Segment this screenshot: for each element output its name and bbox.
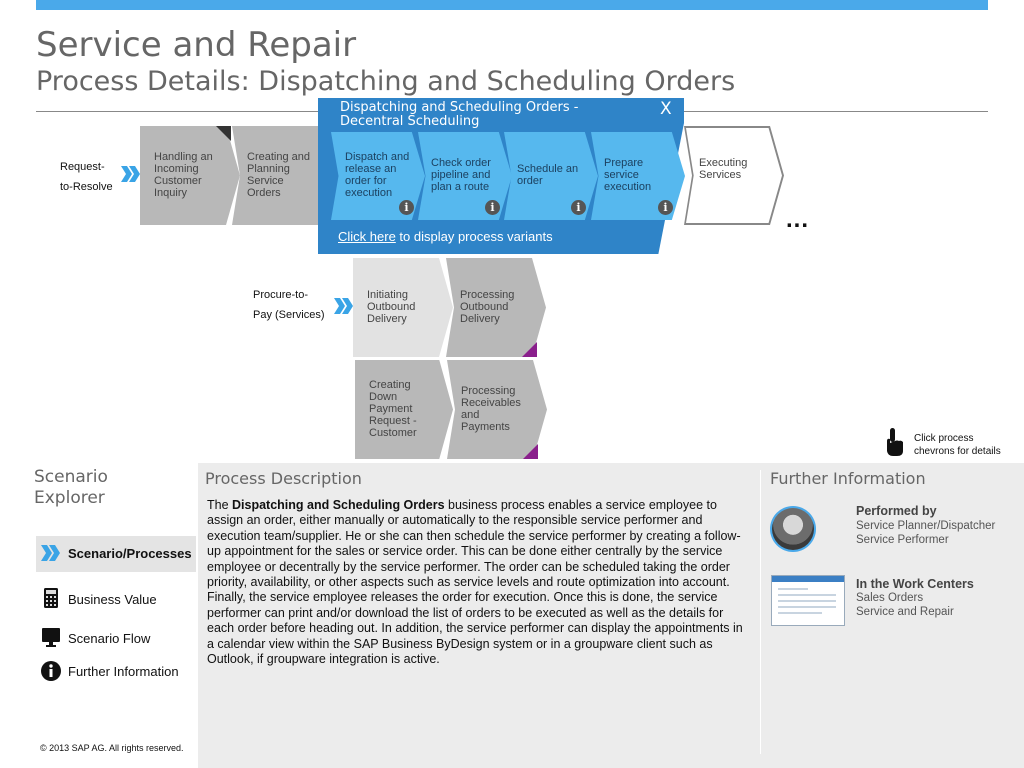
nav-item-label: Scenario/Processes bbox=[68, 546, 192, 561]
process-step-label: Dispatch and release an order for execut… bbox=[345, 151, 410, 199]
corner-marker bbox=[523, 444, 538, 459]
close-button[interactable]: X bbox=[660, 99, 672, 119]
double-chevron-icon bbox=[41, 545, 60, 561]
process-name: Dispatching and Scheduling Orders bbox=[232, 498, 445, 512]
process-step-label: Check order pipeline and plan a route bbox=[431, 157, 491, 193]
process-step-creating-planning-orders[interactable] bbox=[232, 126, 332, 225]
process-step-label: Executing Services bbox=[699, 157, 748, 181]
nav-item-label: Further Information bbox=[68, 664, 179, 679]
info-icon[interactable]: i bbox=[658, 200, 673, 215]
variant-panel-title: Dispatching and Scheduling Orders - Dece… bbox=[340, 100, 579, 129]
nav-item-scenario-flow[interactable]: Scenario Flow bbox=[36, 621, 196, 657]
nav-item-scenario-processes[interactable]: Scenario/Processes bbox=[36, 536, 196, 572]
process-step-label: Creating and Planning Service Orders bbox=[247, 151, 310, 199]
avatar bbox=[770, 506, 816, 552]
process-step-label: Prepare service execution bbox=[604, 157, 652, 193]
page-subtitle: Process Details: Dispatching and Schedul… bbox=[36, 66, 736, 97]
performer-role: Service Planner/Dispatcher bbox=[856, 520, 996, 532]
hint-text: Click process chevrons for details bbox=[914, 433, 1001, 457]
work-centers-heading: In the Work Centers bbox=[856, 577, 974, 591]
info-icon bbox=[41, 661, 61, 681]
more-steps-indicator: ... bbox=[786, 206, 810, 233]
corner-marker bbox=[522, 342, 537, 357]
variant-link-row: Click here to display process variants bbox=[338, 229, 553, 244]
monitor-icon bbox=[42, 628, 60, 647]
nav-item-business-value[interactable]: Business Value bbox=[36, 582, 196, 618]
performer-role: Service Performer bbox=[856, 534, 949, 546]
nav-item-label: Business Value bbox=[68, 592, 157, 607]
process-step-label: Creating Down Payment Request - Customer bbox=[369, 379, 417, 439]
process-step-label: Processing Receivables and Payments bbox=[461, 385, 521, 433]
person-photo bbox=[772, 508, 814, 550]
further-information-title: Further Information bbox=[770, 469, 926, 488]
process-description-text: The Dispatching and Scheduling Orders bu… bbox=[207, 498, 743, 667]
chevron-fill bbox=[686, 128, 782, 223]
process-description-title: Process Description bbox=[205, 469, 362, 488]
double-chevron-icon bbox=[334, 298, 353, 314]
flow-label-procure-to-pay: Procure-to- Pay (Services) bbox=[253, 289, 325, 321]
process-step-handling-inquiry[interactable] bbox=[140, 126, 240, 225]
nav-item-label: Scenario Flow bbox=[68, 631, 151, 646]
description-panel bbox=[198, 463, 1024, 768]
process-step-label: Initiating Outbound Delivery bbox=[367, 289, 416, 325]
process-step-processing-receivables[interactable] bbox=[447, 360, 547, 459]
variant-link-suffix: to display process variants bbox=[395, 229, 553, 244]
performed-by-heading: Performed by bbox=[856, 504, 937, 518]
hand-pointer-icon bbox=[887, 428, 903, 456]
calculator-icon bbox=[44, 588, 58, 608]
process-step-initiating-outbound-delivery[interactable] bbox=[353, 258, 453, 357]
work-center-thumbnail bbox=[771, 575, 845, 626]
panel-divider bbox=[760, 470, 761, 754]
work-center-item: Service and Repair bbox=[856, 606, 954, 618]
process-step-label: Processing Outbound Delivery bbox=[460, 289, 515, 325]
process-step-creating-down-payment[interactable] bbox=[355, 360, 453, 459]
work-center-item: Sales Orders bbox=[856, 592, 924, 604]
process-step-label: Schedule an order bbox=[517, 163, 579, 187]
info-icon[interactable]: i bbox=[399, 200, 414, 215]
copyright: © 2013 SAP AG. All rights reserved. bbox=[40, 743, 184, 753]
process-step-processing-outbound-delivery[interactable] bbox=[446, 258, 546, 357]
display-variants-link[interactable]: Click here bbox=[338, 229, 396, 244]
info-icon[interactable]: i bbox=[485, 200, 500, 215]
scenario-explorer-title: Scenario Explorer bbox=[34, 467, 108, 508]
double-chevron-icon bbox=[121, 166, 140, 182]
page-title: Service and Repair bbox=[36, 25, 357, 65]
process-step-label: Handling an Incoming Customer Inquiry bbox=[154, 151, 213, 199]
top-accent-bar bbox=[36, 0, 988, 10]
corner-marker bbox=[216, 126, 231, 141]
nav-item-further-information[interactable]: Further Information bbox=[36, 654, 196, 690]
flow-label-request-to-resolve: Request- to-Resolve bbox=[60, 161, 113, 193]
info-icon[interactable]: i bbox=[571, 200, 586, 215]
